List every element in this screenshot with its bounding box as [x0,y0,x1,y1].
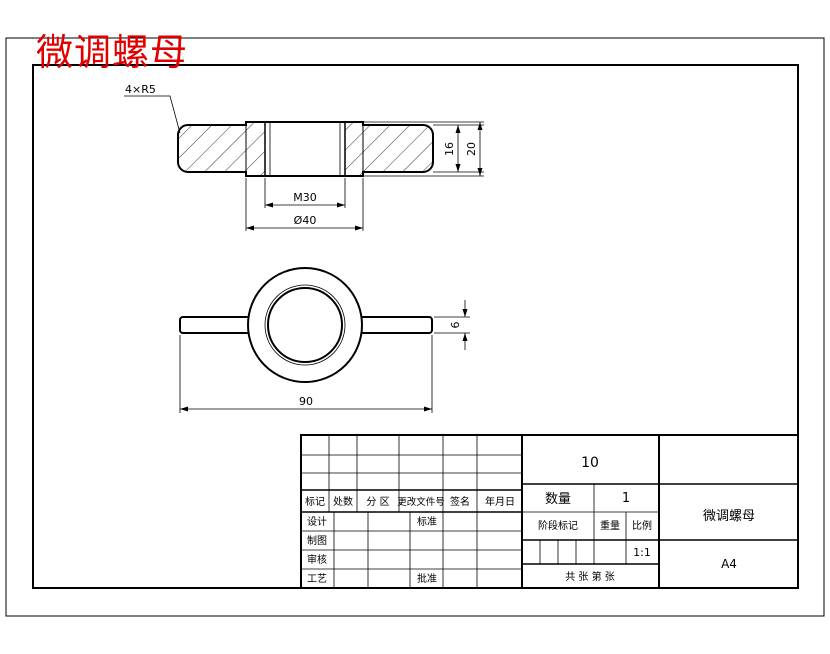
thickness-dimension: 6 [449,322,462,329]
scale-value: 1:1 [633,546,651,559]
bore-circle [267,287,343,363]
section-view: 4×R5 M30 Ø40 16 20 [124,83,484,231]
header-date: 年月日 [485,495,515,508]
header-change-doc: 更改文件号 [397,496,445,508]
diameter-dimension: Ø40 [294,214,317,227]
review-label: 审核 [307,553,327,566]
design-label: 设计 [307,515,327,528]
radius-leader [124,95,181,134]
stage-mark-label: 阶段标记 [538,519,578,532]
standard-label: 标准 [417,516,437,528]
weight-label: 重量 [600,519,620,532]
left-hatched-section [178,122,265,176]
radius-note: 4×R5 [125,83,156,96]
sheet-count: 共 张 第 张 [565,570,615,583]
title-block-text: 10 数量 1 微调螺母 标记 处数 分 区 更改文件号 签名 年月日 设计 标… [305,455,755,585]
quantity-value: 10 [581,455,599,471]
header-signature: 签名 [450,495,470,508]
length-dimension: 90 [299,395,313,408]
right-hatched-section [345,122,433,176]
thread-dimension: M30 [293,191,317,204]
sheet-size: A4 [721,557,737,571]
scale-label: 比例 [632,519,652,532]
approve-label: 批准 [417,572,437,585]
stamp-title: 微调螺母 [36,31,188,74]
drawn-label: 制图 [307,534,327,547]
height-20-dimension: 20 [465,142,478,156]
quantity-label: 数量 [545,492,571,507]
top-view: 90 6 [179,267,470,413]
header-count: 处数 [333,495,353,508]
header-mark: 标记 [305,496,325,508]
outer-border [5,37,825,617]
title-block [300,434,799,589]
header-zone: 分 区 [366,496,389,508]
section-outline [177,121,434,177]
process-label: 工艺 [307,573,327,585]
left-arm [179,316,250,334]
right-arm [358,316,433,334]
part-name: 微调螺母 [703,509,755,524]
thread-circle [264,284,346,366]
quantity-count: 1 [622,491,630,506]
height-16-dimension: 16 [443,142,456,156]
